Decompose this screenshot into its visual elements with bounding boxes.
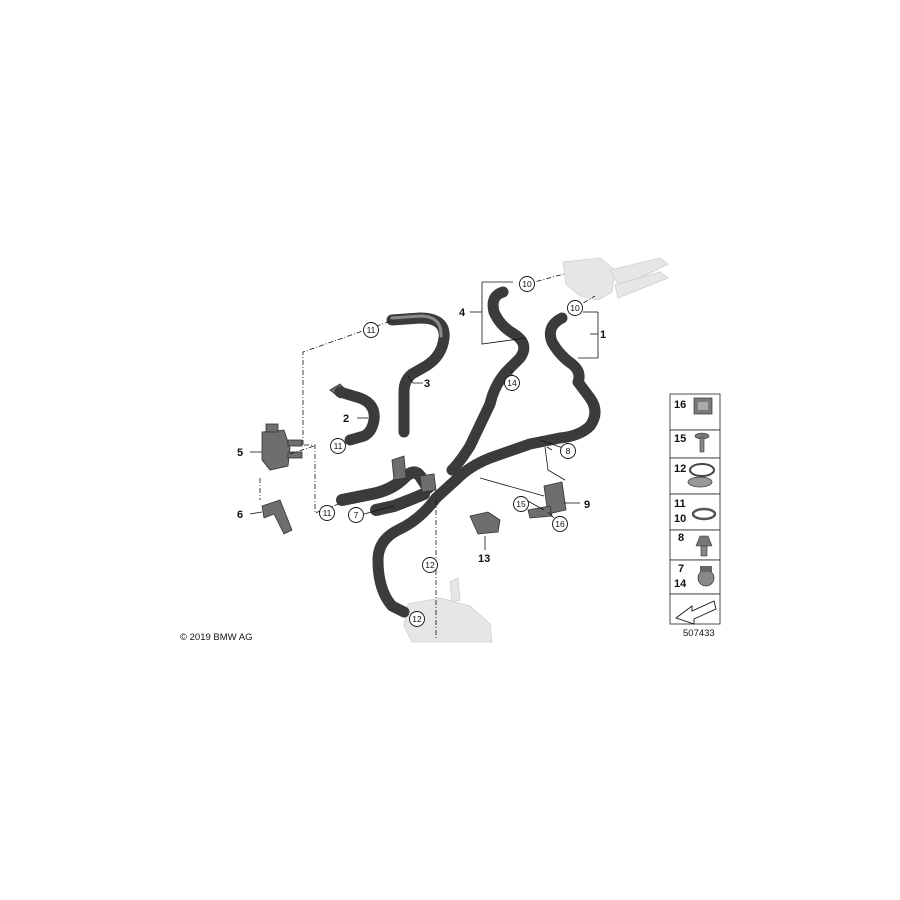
circle-label-16: 16 [552, 516, 568, 532]
legend-num-16: 16 [674, 399, 686, 411]
clip-nut-icon [693, 397, 713, 415]
circle-label-8: 8 [560, 443, 576, 459]
circle-label-10b: 10 [567, 300, 583, 316]
circle-label-12a: 12 [422, 557, 438, 573]
svg-text:12: 12 [412, 614, 422, 624]
spring-clamp-icon [687, 463, 715, 488]
svg-text:11: 11 [323, 508, 332, 518]
circle-labels: 10 10 11 11 11 14 8 7 12 12 15 16 [319, 276, 583, 627]
legend-panel: 16 15 12 11 10 8 7 14 [669, 393, 721, 625]
label-6: 6 [237, 509, 243, 521]
hose-1[interactable] [430, 312, 601, 504]
diagram-number: 507433 [683, 628, 715, 639]
circle-label-10a: 10 [519, 276, 535, 292]
label-5: 5 [237, 447, 243, 459]
hose-clamp-icon [691, 507, 717, 521]
legend-num-7: 7 [678, 563, 684, 575]
label-9: 9 [584, 499, 590, 511]
hose-2[interactable] [329, 383, 380, 446]
circle-label-12b: 12 [409, 611, 425, 627]
hose-7-assembly[interactable] [336, 455, 437, 516]
svg-text:10: 10 [522, 279, 532, 289]
bracket-9[interactable] [527, 481, 567, 519]
svg-text:10: 10 [570, 303, 580, 313]
expanding-rivet-icon [695, 535, 713, 557]
copyright: © 2019 BMW AG [180, 632, 252, 643]
circle-label-14: 14 [504, 375, 520, 391]
hose-12[interactable] [372, 492, 442, 618]
hose-holder-icon [697, 566, 715, 587]
legend-num-15: 15 [674, 433, 686, 445]
svg-text:16: 16 [555, 519, 565, 529]
bracket-13[interactable] [469, 511, 501, 535]
screw-icon [694, 432, 710, 453]
ghost-engine-top [562, 257, 669, 301]
circle-label-11b: 11 [330, 438, 346, 454]
arrow-icon [675, 600, 717, 625]
label-2: 2 [343, 413, 349, 425]
bracket-6[interactable] [261, 499, 293, 535]
svg-text:14: 14 [507, 378, 517, 388]
circle-label-11a: 11 [363, 322, 379, 338]
legend-num-12: 12 [674, 463, 686, 475]
label-4: 4 [459, 307, 466, 319]
svg-text:11: 11 [367, 325, 376, 335]
svg-text:8: 8 [566, 446, 571, 456]
part-labels: 1 2 3 4 5 6 7 8 9 13 [237, 307, 606, 565]
legend-num-11: 11 [674, 498, 686, 510]
legend-num-8: 8 [678, 532, 684, 544]
hose-4[interactable] [446, 286, 530, 476]
label-1: 1 [600, 329, 606, 341]
label-3: 3 [424, 378, 430, 390]
legend-num-14: 14 [674, 578, 687, 590]
valve-5[interactable] [261, 423, 303, 471]
leader-lines [249, 281, 599, 550]
circle-label-7: 7 [348, 507, 364, 523]
circle-label-15: 15 [513, 496, 529, 512]
assembly-lines [259, 273, 596, 640]
ghost-engine-bottom [403, 577, 493, 643]
hose-3[interactable] [386, 312, 450, 438]
circle-label-11c: 11 [319, 505, 335, 521]
svg-text:7: 7 [354, 510, 359, 520]
svg-text:15: 15 [516, 499, 526, 509]
svg-text:11: 11 [334, 441, 343, 451]
legend-num-10: 10 [674, 513, 686, 525]
svg-text:12: 12 [425, 560, 435, 570]
label-13: 13 [478, 553, 490, 565]
